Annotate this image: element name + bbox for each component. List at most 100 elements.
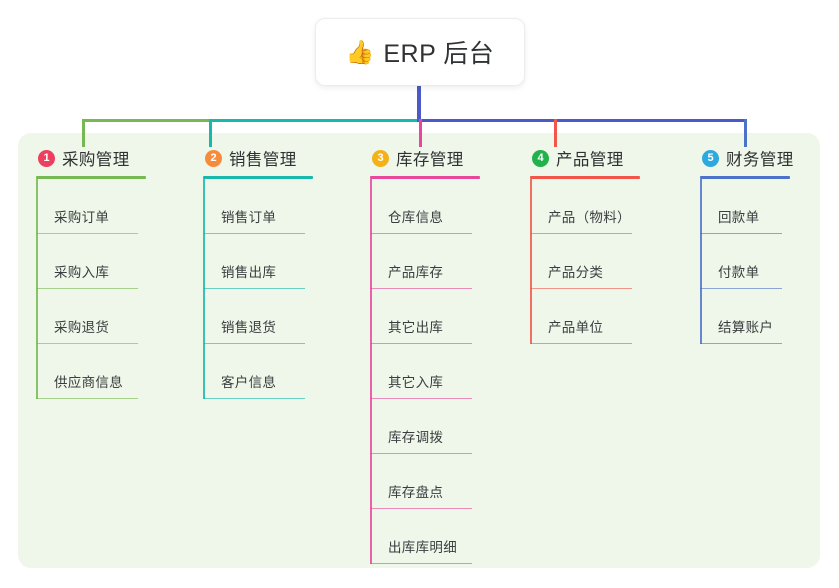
column-spine-5 [700,179,702,344]
leaf-label: 客户信息 [221,375,277,390]
column-spine-4 [530,179,532,344]
leaf-item[interactable]: 产品单位 [530,289,680,344]
column-title: 库存管理 [396,151,464,169]
leaf-item[interactable]: 供应商信息 [36,344,186,399]
leaf-item[interactable]: 产品分类 [530,234,680,289]
leaf-rule [370,232,472,234]
column-财务管理: 5 财务管理回款单付款单结算账户 [700,146,830,344]
leaf-label: 采购订单 [54,210,110,225]
column-badge-3: 3 [372,149,389,167]
drop-col5 [744,119,747,147]
column-库存管理: 3 库存管理仓库信息产品库存其它出库其它入库库存调拨库存盘点出库库明细 [370,146,520,564]
leaf-list: 回款单付款单结算账户 [700,179,830,344]
leaf-rule [530,232,632,234]
leaf-item[interactable]: 出库库明细 [370,509,520,564]
leaf-rule [203,287,305,289]
column-badge-5: 5 [702,149,719,167]
root-stem-connector [417,86,421,122]
leaf-label: 库存调拨 [388,430,444,445]
drop-col2 [209,119,212,147]
leaf-label: 采购入库 [54,265,110,280]
column-rule-5 [700,176,790,179]
leaf-label: 产品（物料） [548,210,631,225]
drop-col1 [82,119,85,147]
leaf-rule [370,397,472,399]
column-rule-1 [36,176,146,179]
leaf-rule [530,287,632,289]
leaf-label: 采购退货 [54,320,110,335]
leaf-rule [370,287,472,289]
leaf-rule [370,452,472,454]
column-header-1[interactable]: 1 采购管理 [36,146,186,170]
leaf-list: 销售订单销售出库销售退货客户信息 [203,179,353,399]
root-title: ERP 后台 [383,40,495,68]
leaf-item[interactable]: 产品（物料） [530,179,680,234]
leaf-label: 销售出库 [221,265,277,280]
leaf-item[interactable]: 回款单 [700,179,830,234]
leaf-rule [36,342,138,344]
leaf-list: 采购订单采购入库采购退货供应商信息 [36,179,186,399]
bar-col1-to-col2 [82,119,209,122]
leaf-item[interactable]: 采购入库 [36,234,186,289]
root-node-card[interactable]: 👍 ERP 后台 [315,18,525,86]
leaf-label: 产品分类 [548,265,604,280]
leaf-rule [36,287,138,289]
column-header-3[interactable]: 3 库存管理 [370,146,520,170]
leaf-item[interactable]: 销售退货 [203,289,353,344]
column-title: 财务管理 [726,151,794,169]
column-rule-4 [530,176,640,179]
leaf-item[interactable]: 采购订单 [36,179,186,234]
column-spine-2 [203,179,205,399]
leaf-item[interactable]: 其它入库 [370,344,520,399]
leaf-label: 供应商信息 [54,375,123,390]
leaf-list: 仓库信息产品库存其它出库其它入库库存调拨库存盘点出库库明细 [370,179,520,564]
leaf-item[interactable]: 销售订单 [203,179,353,234]
leaf-rule [700,342,782,344]
leaf-label: 其它出库 [388,320,444,335]
column-badge-2: 2 [205,149,222,167]
leaf-label: 产品单位 [548,320,604,335]
leaf-item[interactable]: 产品库存 [370,234,520,289]
drop-col4 [554,119,557,147]
bar-col2-to-col3 [209,119,419,122]
column-title: 销售管理 [229,151,297,169]
leaf-item[interactable]: 库存盘点 [370,454,520,509]
thumbs-up-icon: 👍 [345,38,375,65]
leaf-label: 销售退货 [221,320,277,335]
leaf-item[interactable]: 采购退货 [36,289,186,344]
leaf-rule [203,342,305,344]
column-badge-4: 4 [532,149,549,167]
column-rule-2 [203,176,313,179]
column-title: 采购管理 [62,151,130,169]
leaf-rule [530,342,632,344]
leaf-label: 其它入库 [388,375,444,390]
column-采购管理: 1 采购管理采购订单采购入库采购退货供应商信息 [36,146,186,399]
leaf-item[interactable]: 其它出库 [370,289,520,344]
leaf-item[interactable]: 库存调拨 [370,399,520,454]
bar-col3-to-col5 [417,119,746,122]
leaf-item[interactable]: 付款单 [700,234,830,289]
column-header-5[interactable]: 5 财务管理 [700,146,830,170]
leaf-label: 销售订单 [221,210,277,225]
leaf-label: 仓库信息 [388,210,444,225]
leaf-list: 产品（物料） 产品分类产品单位 [530,179,680,344]
leaf-label: 库存盘点 [388,485,444,500]
leaf-rule [370,342,472,344]
leaf-rule [36,232,138,234]
leaf-rule [36,397,138,399]
leaf-label: 结算账户 [718,320,774,335]
leaf-label: 出库库明细 [388,540,457,555]
column-rule-3 [370,176,480,179]
leaf-item[interactable]: 结算账户 [700,289,830,344]
diagram-panel [18,133,820,568]
leaf-rule [203,232,305,234]
leaf-item[interactable]: 销售出库 [203,234,353,289]
column-badge-1: 1 [38,149,55,167]
column-header-2[interactable]: 2 销售管理 [203,146,353,170]
leaf-item[interactable]: 仓库信息 [370,179,520,234]
column-spine-3 [370,179,372,564]
leaf-rule [203,397,305,399]
leaf-item[interactable]: 客户信息 [203,344,353,399]
